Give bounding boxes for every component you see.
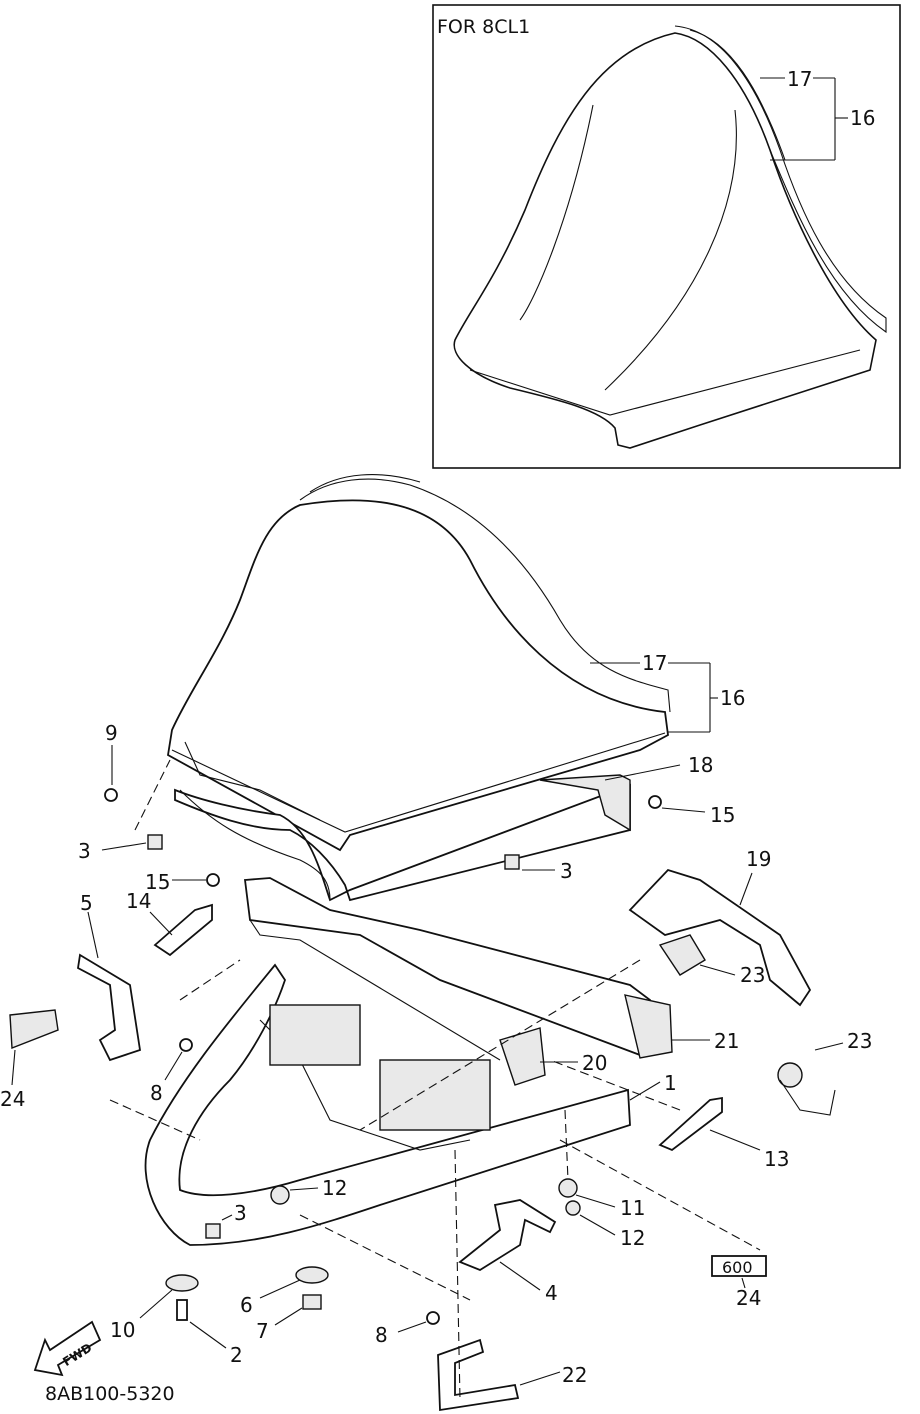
callout-3a: 3 <box>78 839 91 863</box>
callout-14: 14 <box>126 889 151 913</box>
callout-17: 17 <box>642 651 667 675</box>
callout-20: 20 <box>582 1051 607 1075</box>
alignment-lines <box>109 759 761 1401</box>
callout-23a: 23 <box>740 963 765 987</box>
nut-3c-icon <box>205 1223 221 1239</box>
callout-17-inset: 17 <box>787 67 812 91</box>
callout-7: 7 <box>256 1319 269 1343</box>
washer-6-icon <box>295 1266 329 1284</box>
callout-15b: 15 <box>710 803 735 827</box>
callout-16-inset: 16 <box>850 106 875 130</box>
windscreen: 17 16 <box>167 474 745 852</box>
nut-7-icon <box>302 1294 322 1310</box>
inset-title: FOR 8CL1 <box>437 16 530 38</box>
screw-8b-icon <box>426 1311 440 1325</box>
callout-2: 2 <box>230 1343 243 1367</box>
decal-24-right-icon <box>711 1255 767 1277</box>
callout-21: 21 <box>714 1029 739 1053</box>
bracket-13-icon <box>658 1096 723 1152</box>
fwd-arrow-icon <box>33 1320 102 1377</box>
callout-4: 4 <box>545 1281 558 1305</box>
callout-16: 16 <box>720 686 745 710</box>
windscreen-icon <box>167 499 669 852</box>
bracket-5-icon <box>77 953 142 1062</box>
callout-13: 13 <box>764 1147 789 1171</box>
inset-border <box>432 4 901 469</box>
callout-1: 1 <box>664 1071 677 1095</box>
bracket-22-icon <box>437 1338 520 1412</box>
callout-8b: 8 <box>375 1323 388 1347</box>
callout-22: 22 <box>562 1363 587 1387</box>
fasteners: 9 3 3 3 15 15 14 5 24 8 1 <box>0 721 789 1412</box>
callout-3b: 3 <box>560 859 573 883</box>
bracket-19-icon <box>628 868 812 1007</box>
decal-text: 600 <box>722 1258 753 1277</box>
callout-8a: 8 <box>150 1081 163 1105</box>
drawing-code: 8AB100-5320 <box>45 1383 175 1405</box>
lower-fairing-icon <box>144 963 631 1246</box>
inset-panel: FOR 8CL1 17 16 <box>432 4 901 469</box>
lower-fairing: 1 <box>144 963 677 1246</box>
callout-10: 10 <box>110 1318 135 1342</box>
fwd-arrow: FWD <box>33 1320 102 1377</box>
callout-24a: 24 <box>0 1087 25 1111</box>
callout-5: 5 <box>80 891 93 915</box>
screw-15a-icon <box>206 873 220 887</box>
washer-10-icon <box>165 1274 199 1292</box>
upper-cowling: 18 <box>174 753 713 902</box>
screw-15-icon <box>648 795 662 809</box>
callout-12b: 12 <box>620 1226 645 1250</box>
grommet-11-icon <box>558 1178 578 1198</box>
screw-8a-icon <box>179 1038 193 1052</box>
air-duct: 21 20 <box>243 877 739 1086</box>
nut-3b-icon <box>504 854 520 870</box>
bracket-4-icon <box>458 1199 557 1272</box>
callout-6: 6 <box>240 1293 253 1317</box>
bracket-18-icon <box>539 774 631 832</box>
mirror-stay: 19 23 23 <box>628 847 872 1116</box>
decal-24-left-icon <box>9 1009 59 1050</box>
grommet-12b-icon <box>565 1200 581 1216</box>
callout-19: 19 <box>746 847 771 871</box>
grommet-23-icon <box>777 1062 803 1088</box>
callout-23b: 23 <box>847 1029 872 1053</box>
callout-18: 18 <box>688 753 713 777</box>
callout-11: 11 <box>620 1196 645 1220</box>
screw-9-icon <box>104 788 118 802</box>
bracket-14-icon <box>153 903 213 957</box>
callout-24b: 24 <box>736 1286 761 1310</box>
grommet-12a-icon <box>270 1185 290 1205</box>
callout-9: 9 <box>105 721 118 745</box>
part-20-icon <box>499 1027 546 1086</box>
callout-15a: 15 <box>145 870 170 894</box>
screw-2-icon <box>176 1299 188 1321</box>
callout-12a: 12 <box>322 1176 347 1200</box>
nut-3-icon <box>147 834 163 850</box>
callout-3c: 3 <box>234 1201 247 1225</box>
